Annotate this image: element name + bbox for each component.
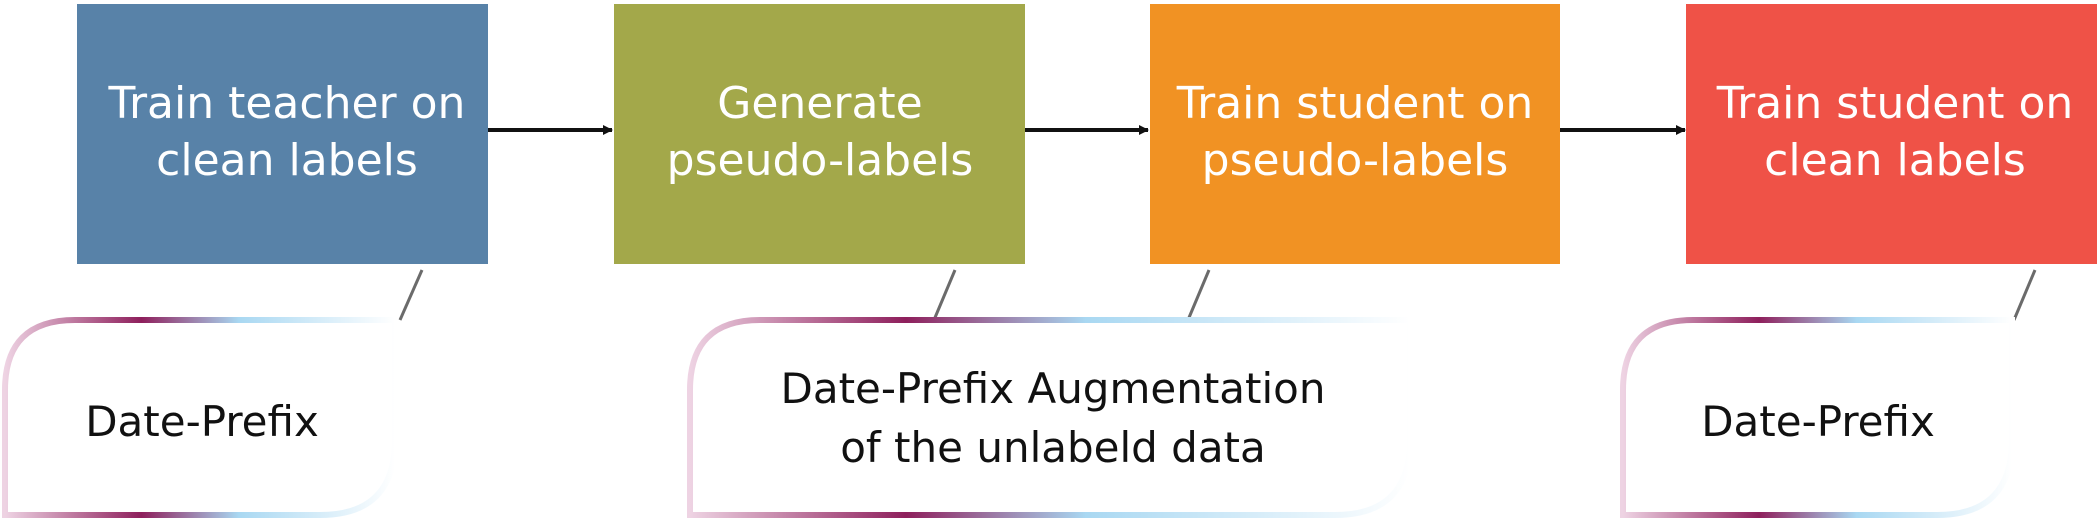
step-label-line1: Generate [717, 78, 923, 129]
step-label-line2: clean labels [1764, 135, 2026, 186]
step-box [1686, 4, 2097, 264]
note-label-line1: Date-Prefix [1701, 397, 1935, 446]
note-frame [687, 317, 1413, 518]
note-label-line1: Date-Prefix [85, 397, 319, 446]
connector-1 [398, 269, 424, 321]
note-label-line2: of the unlabeld data [840, 423, 1266, 472]
connector-3 [1186, 269, 1211, 321]
connector-4 [2012, 269, 2037, 321]
step-box [614, 4, 1025, 264]
step-label-line2: pseudo-labels [1202, 135, 1509, 186]
step-train-student-clean: Train student on clean labels [1686, 4, 2097, 264]
step-label-line1: Train student on [1176, 78, 1534, 129]
step-train-teacher: Train teacher on clean labels [77, 4, 488, 264]
note-frame [1620, 317, 2015, 518]
note-date-prefix-augmentation: Date-Prefix Augmentation of the unlabeld… [687, 317, 1413, 518]
step-label-line2: pseudo-labels [667, 135, 974, 186]
step-label-line1: Train teacher on [108, 78, 466, 129]
step-label-line1: Train student on [1716, 78, 2074, 129]
note-frame [2, 317, 398, 518]
connector-2 [932, 269, 957, 321]
step-box [1150, 4, 1560, 264]
note-label-line1: Date-Prefix Augmentation [780, 364, 1325, 413]
step-label-line2: clean labels [156, 135, 418, 186]
note-date-prefix-left: Date-Prefix [2, 317, 398, 518]
note-date-prefix-right: Date-Prefix [1620, 317, 2015, 518]
step-generate-pseudo-labels: Generate pseudo-labels [614, 4, 1025, 264]
step-box [77, 4, 488, 264]
step-train-student-pseudo: Train student on pseudo-labels [1150, 4, 1560, 264]
